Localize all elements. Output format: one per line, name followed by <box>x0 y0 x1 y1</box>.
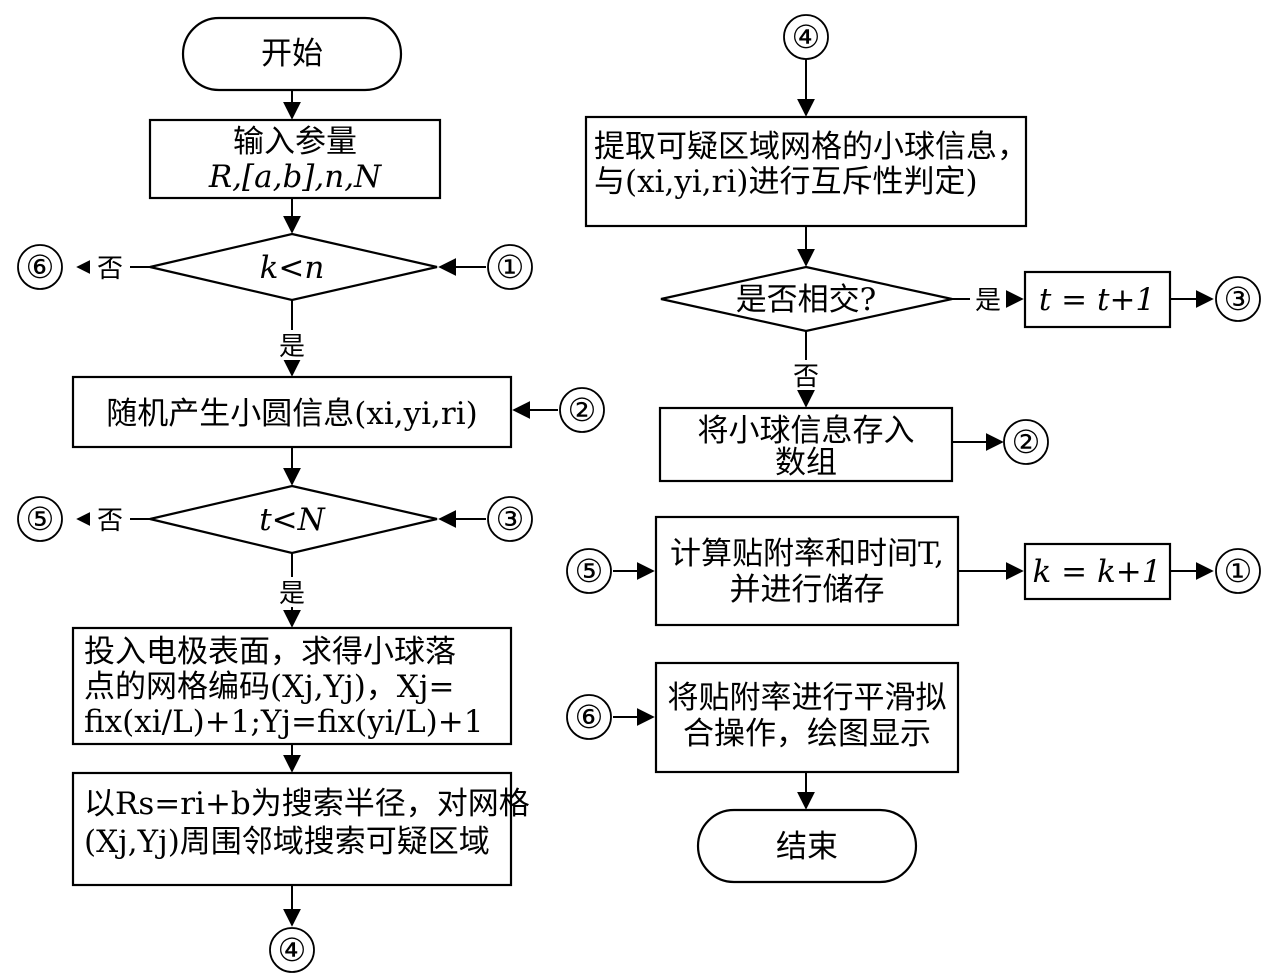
label-yes-k: 是 <box>279 332 305 362</box>
smooth-box <box>654 661 960 774</box>
compute-box <box>654 515 960 627</box>
t-increment-box <box>1023 270 1172 329</box>
input-line2: R,[a,b],n,N <box>208 159 383 195</box>
label-bg <box>274 577 310 607</box>
input-line1: 输入参量 <box>233 124 357 160</box>
decision-k-text: k<n <box>260 250 325 286</box>
label-bg <box>274 330 310 360</box>
k-increment-box <box>1023 542 1172 601</box>
smooth-line1: 将贴附率进行平滑拟 <box>668 680 947 716</box>
connector-4-top-text: ④ <box>792 18 821 56</box>
label-bg <box>90 252 130 282</box>
decision-t-text: t<N <box>259 502 326 538</box>
connector-6-left-text: ⑥ <box>26 248 55 286</box>
connector-3-far-right <box>1215 276 1261 322</box>
connector-2-right <box>1003 419 1049 465</box>
start-text: 开始 <box>261 36 323 72</box>
connector-3-right-text: ③ <box>496 500 525 538</box>
end-text: 结束 <box>776 829 838 865</box>
extract-line1: 提取可疑区域网格的小球信息， <box>594 129 1028 165</box>
project-line3: fix(xi/L)+1;Yj=fix(yi/L)+1 <box>84 704 483 740</box>
connector-2-right-text: ② <box>1012 423 1041 461</box>
label-no-intersect: 否 <box>793 362 819 392</box>
connector-5-left-text: ⑤ <box>26 500 55 538</box>
decision-intersect-text: 是否相交? <box>736 282 877 318</box>
search-box <box>71 771 513 887</box>
connector-1-right <box>487 244 533 290</box>
connector-5-right-col-text: ⑤ <box>575 552 604 590</box>
connector-6-left <box>17 244 63 290</box>
store-line1: 将小球信息存入 <box>698 413 915 449</box>
label-bg <box>970 284 1006 314</box>
label-yes-intersect: 是 <box>975 286 1001 316</box>
compute-line1: 计算贴附率和时间T, <box>670 536 944 572</box>
connector-3-far-right-text: ③ <box>1224 280 1253 318</box>
store-line2: 数组 <box>775 445 837 481</box>
store-box <box>658 406 954 483</box>
label-no-k: 否 <box>97 254 123 284</box>
k-increment-text: k = k+1 <box>1033 554 1162 590</box>
connector-4-bottom <box>269 927 315 973</box>
connector-2-left-col <box>559 387 605 433</box>
compute-line2: 并进行储存 <box>730 572 885 608</box>
project-line1: 投入电极表面，求得小球落 <box>84 634 456 670</box>
project-line2: 点的网格编码(Xj,Yj)，Xj= <box>84 669 454 705</box>
connector-4-bottom-text: ④ <box>278 931 307 969</box>
connector-6-right-col <box>566 694 612 740</box>
connector-1-far-right <box>1215 548 1261 594</box>
connector-5-right-col <box>566 548 612 594</box>
generate-circle-text: 随机产生小圆信息(xi,yi,ri) <box>106 396 477 432</box>
connector-5-left <box>17 496 63 542</box>
input-box <box>148 118 442 200</box>
label-yes-t: 是 <box>279 579 305 609</box>
smooth-line2: 合操作，绘图显示 <box>683 716 931 752</box>
search-line1: 以Rs=ri+b为搜索半径，对网格 <box>84 786 530 822</box>
label-bg <box>90 504 130 534</box>
connector-3-right <box>487 496 533 542</box>
label-bg <box>788 360 824 390</box>
search-line2: (Xj,Yj)周围邻域搜索可疑区域 <box>84 824 490 860</box>
connector-2-left-col-text: ② <box>568 391 597 429</box>
project-box <box>71 626 513 746</box>
t-increment-text: t = t+1 <box>1039 282 1155 318</box>
connector-1-far-right-text: ① <box>1224 552 1253 590</box>
end-terminal <box>696 808 918 884</box>
extract-line2: 与(xi,yi,ri)进行互斥性判定) <box>594 164 978 200</box>
label-no-t: 否 <box>97 506 123 536</box>
connector-6-right-col-text: ⑥ <box>575 698 604 736</box>
connector-1-right-text: ① <box>496 248 525 286</box>
